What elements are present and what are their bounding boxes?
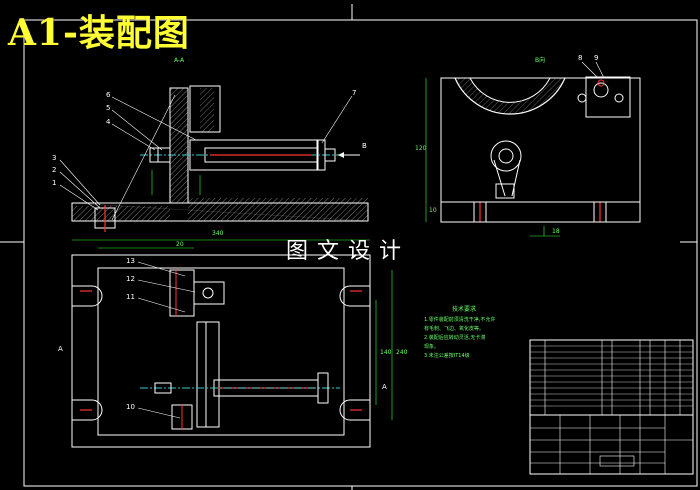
top-clamp: [169, 269, 195, 317]
top-view: [71, 239, 393, 448]
dim-top-v1-value: 140: [380, 349, 392, 356]
part-label-2: 2: [52, 166, 57, 174]
view-b-label: B向: [535, 57, 546, 64]
dim-top-width-value: 340: [212, 230, 224, 237]
part-label-9: 9: [594, 54, 599, 62]
part-label-8: 8: [578, 54, 583, 62]
tech-note-4: 现象。: [424, 344, 440, 350]
part-label-12: 12: [126, 275, 135, 283]
tech-note-2: 有毛刺、飞边、氧化皮等。: [424, 326, 485, 332]
dim-b-base-value: 10: [429, 207, 437, 214]
title-block-frame: [529, 339, 694, 475]
part-label-10: 10: [126, 403, 135, 411]
title-block: [529, 339, 694, 475]
tech-note-5: 3.未注公差按IT14级: [424, 353, 470, 359]
section-aa-label: A-A: [174, 57, 185, 64]
part-label-3: 3: [52, 154, 57, 162]
dim-b-height-value: 120: [415, 145, 427, 152]
left-nut: [149, 147, 171, 163]
slot-bottom-left: [72, 399, 103, 421]
front-section-view: [59, 85, 369, 232]
dim-b-small-value: 18: [552, 228, 560, 235]
top-view-body: [71, 254, 371, 448]
slot-bottom-right: [339, 399, 370, 421]
top-screw-block: [196, 321, 220, 428]
dim-top-v2-value: 240: [396, 349, 408, 356]
drawing-title-banner: A1-装配图: [8, 12, 190, 54]
tech-note-1: 1.零件装配前须清洗干净,不允许: [424, 317, 496, 323]
b-view: [425, 61, 641, 237]
watermark-text: 图文设计: [286, 239, 411, 264]
dim-hole-span-value: 20: [176, 241, 184, 248]
slot-top-right: [339, 285, 370, 307]
slot-top-left: [72, 285, 103, 307]
part-label-1: 1: [52, 179, 57, 187]
part-label-5: 5: [106, 104, 111, 112]
tech-requirements-title: 技术要求: [452, 306, 477, 313]
b-clamp: [585, 76, 631, 118]
section-mark-left: A: [58, 345, 63, 353]
section-mark-right: A: [382, 383, 387, 391]
outer-frame: [23, 19, 698, 487]
part-label-11: 11: [126, 293, 135, 301]
tech-note-3: 2.装配后应转动灵活,无卡滞: [424, 335, 486, 341]
roller-wheel: [490, 140, 522, 172]
part-label-6: 6: [106, 91, 111, 99]
b-arrow-label: B: [362, 142, 367, 150]
part-label-7: 7: [352, 89, 357, 97]
part-label-4: 4: [106, 118, 111, 126]
part-label-13: 13: [126, 257, 135, 265]
